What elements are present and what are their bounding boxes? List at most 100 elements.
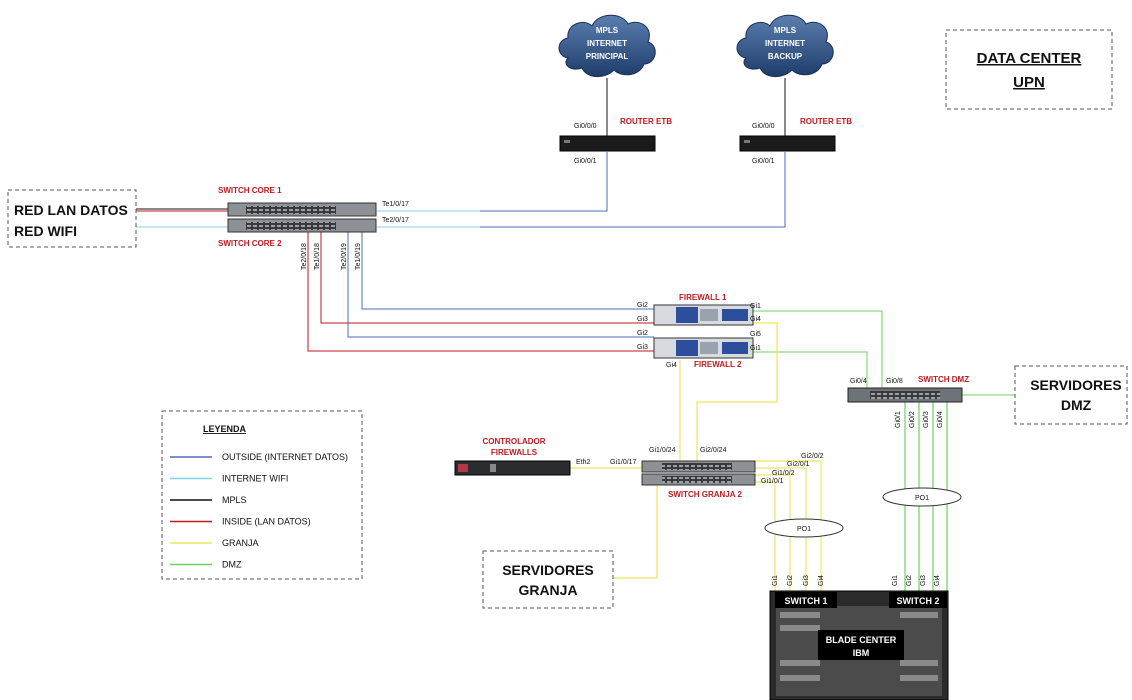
legend-label: GRANJA bbox=[222, 538, 259, 548]
po1-oval-granja bbox=[764, 518, 844, 538]
controlador-port-eth2: Eth2 bbox=[576, 459, 591, 466]
granja-link-fw1-gi4 bbox=[696, 322, 778, 462]
title-line2: UPN bbox=[1013, 74, 1045, 91]
fw2-port-gi1: Gi1 bbox=[750, 345, 761, 352]
dmz-switch-label: SWITCH DMZ bbox=[918, 375, 969, 384]
router-icon bbox=[739, 135, 836, 152]
core-port-te2018: Te2/0/18 bbox=[301, 243, 308, 270]
legend: LEYENDA OUTSIDE (INTERNET DATOS)INTERNET… bbox=[161, 410, 363, 580]
controlador-label-line2: FIREWALLS bbox=[491, 448, 538, 457]
cloud-icon: MPLS INTERNET PRINCIPAL bbox=[558, 14, 656, 77]
switch-granja: SWITCH GRANJA 2 Gi1/0/17 Gi1/0/24 Gi2/0/… bbox=[610, 447, 824, 499]
router2-port-bottom: Gi0/0/1 bbox=[752, 158, 775, 165]
dmz-port-gi03: Gi0/3 bbox=[923, 411, 930, 428]
router-icon bbox=[559, 135, 656, 152]
fw2-port-gi2: Gi2 bbox=[637, 330, 648, 337]
title-line1: DATA CENTER bbox=[977, 50, 1082, 67]
granja-port-gi1024: Gi1/0/24 bbox=[649, 447, 676, 454]
fw1-port-gi5: Gi5 bbox=[750, 331, 761, 338]
servidores-granja-line2: GRANJA bbox=[518, 582, 577, 598]
granja-link-blade-gi2 bbox=[755, 474, 791, 591]
cloud-icon: MPLS INTERNET BACKUP bbox=[736, 14, 834, 77]
lan-box bbox=[7, 189, 137, 248]
cloud1-line1: MPLS bbox=[596, 26, 619, 35]
firewall-1: FIREWALL 1 Gi2 Gi3 Gi1 Gi4 Gi5 bbox=[637, 293, 761, 338]
granja-link-blade-gi3 bbox=[755, 467, 807, 591]
granja-link-blade-gi1 bbox=[755, 481, 776, 591]
granja-port-gi2024: Gi2/0/24 bbox=[700, 447, 727, 454]
legend-label: DMZ bbox=[222, 560, 242, 570]
core-port-te1017: Te1/0/17 bbox=[382, 201, 409, 208]
po1-label-granja: PO1 bbox=[797, 526, 811, 533]
controller-icon bbox=[454, 460, 571, 476]
granja-port-gi1017: Gi1/0/17 bbox=[610, 459, 637, 466]
blade-sw1-gi4: Gi4 bbox=[818, 575, 825, 586]
dmz-port-gi02: Gi0/2 bbox=[909, 411, 916, 428]
servidores-dmz-line2: DMZ bbox=[1061, 397, 1092, 413]
router2-label: ROUTER ETB bbox=[800, 117, 852, 126]
core-port-te2019: Te2/0/19 bbox=[341, 243, 348, 270]
cloud2-line3: BACKUP bbox=[768, 52, 803, 61]
outside-link-te2019 bbox=[347, 232, 654, 338]
cloud1-line3: PRINCIPAL bbox=[586, 52, 629, 61]
fw1-port-gi3: Gi3 bbox=[637, 316, 648, 323]
router1-label: ROUTER ETB bbox=[620, 117, 672, 126]
granja-port-gi102: Gi1/0/2 bbox=[772, 470, 795, 477]
dmz-link-fw2-gi1 bbox=[753, 351, 868, 388]
core1-label: SWITCH CORE 1 bbox=[218, 186, 282, 195]
legend-label: INSIDE (LAN DATOS) bbox=[222, 517, 311, 527]
router1-port-bottom: Gi0/0/1 bbox=[574, 158, 597, 165]
servidores-granja-line1: SERVIDORES bbox=[502, 562, 594, 578]
router-2: ROUTER ETB Gi0/0/0 Gi0/0/1 bbox=[739, 117, 852, 165]
fw2-port-gi3: Gi3 bbox=[637, 344, 648, 351]
blade-sw2-gi1: Gi1 bbox=[892, 575, 899, 586]
legend-label: MPLS bbox=[222, 495, 247, 505]
granja-link-servers bbox=[613, 485, 658, 579]
fw1-port-gi4: Gi4 bbox=[750, 316, 761, 323]
blade-switch2-label: SWITCH 2 bbox=[896, 596, 939, 606]
title-box bbox=[945, 29, 1113, 110]
outside-link-te1019 bbox=[361, 232, 654, 310]
blade-sw2-gi4: Gi4 bbox=[934, 575, 941, 586]
granja-port-gi101: Gi1/0/1 bbox=[761, 478, 784, 485]
lan-line1: RED LAN DATOS bbox=[14, 202, 128, 218]
dmz-port-gi04-top: Gi0/4 bbox=[850, 378, 867, 385]
cloud1-line2: INTERNET bbox=[587, 39, 627, 48]
fw2-port-gi4: Gi4 bbox=[666, 362, 677, 369]
blade-center: SWITCH 1 SWITCH 2 BLADE CENTER IBM Gi1 G… bbox=[769, 575, 949, 700]
inside-link-te1018 bbox=[320, 232, 654, 324]
legend-label: INTERNET WIFI bbox=[222, 474, 288, 484]
core-port-te2017: Te2/0/17 bbox=[382, 217, 409, 224]
outside-link-router1 bbox=[480, 152, 608, 212]
po1-label-dmz: PO1 bbox=[915, 495, 929, 502]
inside-link-te2018 bbox=[307, 232, 654, 352]
router2-port-top: Gi0/0/0 bbox=[752, 123, 775, 130]
blade-name-line1: BLADE CENTER bbox=[826, 635, 897, 645]
blade-switch1-label: SWITCH 1 bbox=[784, 596, 827, 606]
fw1-label: FIREWALL 1 bbox=[679, 293, 727, 302]
granja-link-blade-gi4 bbox=[755, 460, 822, 591]
servidores-dmz-line1: SERVIDORES bbox=[1030, 377, 1122, 393]
dmz-port-gi04: Gi0/4 bbox=[937, 411, 944, 428]
granja-port-gi201: Gi2/0/1 bbox=[787, 461, 810, 468]
dmz-link-fw1-gi1 bbox=[753, 310, 883, 388]
cloud2-line1: MPLS bbox=[774, 26, 797, 35]
granja-port-gi202: Gi2/0/2 bbox=[801, 453, 824, 460]
blade-sw2-gi2: Gi2 bbox=[906, 575, 913, 586]
lan-line2: RED WIFI bbox=[14, 223, 77, 239]
blade-sw2-gi3: Gi3 bbox=[920, 575, 927, 586]
dmz-port-gi08-top: Gi0/8 bbox=[886, 378, 903, 385]
legend-title: LEYENDA bbox=[203, 424, 247, 434]
controlador-label-line1: CONTROLADOR bbox=[482, 437, 545, 446]
blade-sw1-gi1: Gi1 bbox=[772, 575, 779, 586]
cloud2-line2: INTERNET bbox=[765, 39, 805, 48]
controlador-firewalls: CONTROLADOR FIREWALLS Eth2 bbox=[454, 437, 591, 476]
servidores-dmz-box bbox=[1014, 365, 1128, 425]
granja-switch-label: SWITCH GRANJA 2 bbox=[668, 490, 742, 499]
blade-sw1-gi3: Gi3 bbox=[803, 575, 810, 586]
legend-box bbox=[161, 410, 363, 580]
core-port-te1018: Te1/0/18 bbox=[314, 243, 321, 270]
po1-oval-dmz bbox=[882, 487, 962, 507]
wifi-link-router1 bbox=[376, 152, 608, 212]
